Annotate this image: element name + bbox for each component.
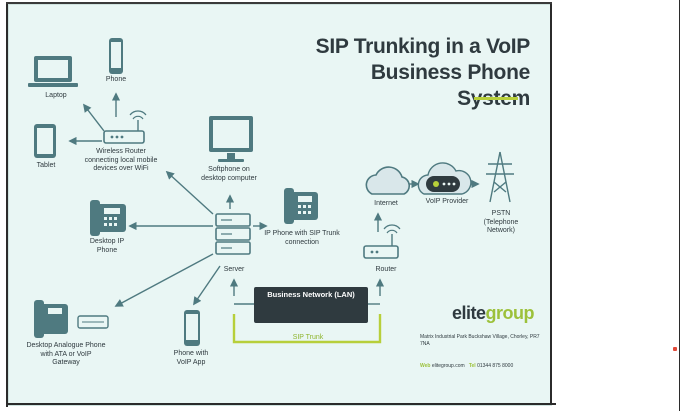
tel-value: 01344 875 8000 [477,363,514,369]
label-tablet: Tablet [36,162,56,169]
label-phone: Phone [105,76,127,83]
arrow-server-analogue [114,253,214,307]
elitegroup-logo: elitegroup [452,303,535,324]
web-value: elitegroup.com [431,363,465,369]
title-line-1: SIP Trunking in a VoIP [315,35,531,58]
brand-part-2: group [485,303,535,323]
frame-right-edge [550,4,552,405]
label-desktop-analogue: Desktop Analogue Phone with ATA or VoIP … [26,342,106,366]
company-address: Matrix Industrial Park Buckshaw Village,… [420,334,540,347]
label-softphone: Softphone on desktop computer [201,166,257,182]
label-ip-phone-sip: IP Phone with SIP Trunk connection [264,230,340,246]
laptop-icon [28,56,78,87]
analogue-phone-icon [34,300,109,338]
network-diagram [28,38,514,346]
label-internet: Internet [374,200,398,207]
voip-provider-cloud-icon [417,162,472,195]
label-pstn: PSTN (Telephone Network) [483,210,519,234]
label-laptop: Laptop [45,92,67,99]
tablet-icon [34,124,56,158]
frame-bottom-edge [6,403,556,405]
label-voip-app-phone: Phone with VoIP App [173,350,209,366]
voip-app-phone-icon [184,310,200,346]
server-icon [215,213,251,255]
arrow-server-voipapp [193,265,221,306]
page-title: SIP Trunking in a VoIP Business Phone Sy… [300,34,531,112]
sip-trunk-line [232,314,382,344]
tel-label: Tel [468,363,476,369]
internet-cloud-icon [365,166,410,195]
contact-line: Web elitegroup.com Tel 01344 875 8000 [420,363,540,369]
monitor-icon [209,116,253,162]
desk-phone-icon [90,200,126,236]
label-business-network: Business Network (LAN) [267,290,355,299]
label-router: Router [375,266,397,273]
wifi-router-icon [103,110,147,144]
arrow-server-wifi [165,170,214,215]
business-network-bar [254,287,368,323]
ip-phone-icon [284,188,318,224]
label-desktop-ip-phone: Desktop IP Phone [89,238,125,254]
red-marker [673,347,677,351]
transmission-tower-icon [486,151,514,203]
label-sip-trunk: SIP Trunk [292,334,324,341]
label-wifi-router: Wireless Router connecting local mobile … [84,148,158,172]
router-icon [363,224,401,259]
web-label: Web [420,363,431,369]
label-server: Server [223,266,245,273]
title-line-2: Business Phone System [370,61,530,110]
brand-part-1: elite [452,303,486,323]
frame-left-edge [6,4,8,407]
title-underline [474,97,518,100]
frame-top-edge [6,2,552,4]
arrow-router-laptop [82,103,105,132]
label-voip-provider: VoIP Provider [425,198,469,205]
mobile-phone-icon [109,38,123,74]
